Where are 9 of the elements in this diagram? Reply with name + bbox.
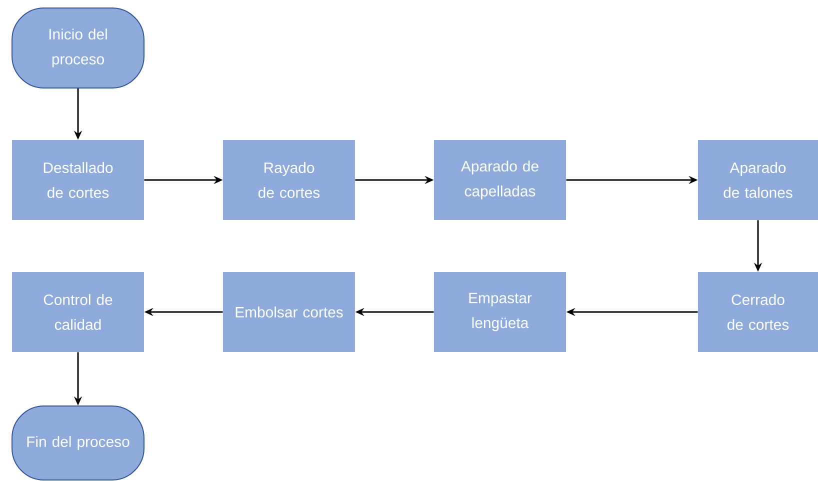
process-box: Embolsar cortes bbox=[223, 272, 355, 352]
process-box: Rayado de cortes bbox=[223, 140, 355, 220]
process-box: Cerrado de cortes bbox=[698, 272, 818, 352]
process-box: Aparado de capelladas bbox=[434, 140, 566, 220]
process-box: Destallado de cortes bbox=[12, 140, 144, 220]
process-box: Control de calidad bbox=[12, 272, 144, 352]
process-box: Aparado de talones bbox=[698, 140, 818, 220]
terminal-oval: Fin del proceso bbox=[12, 406, 144, 480]
process-box: Empastar lengüeta bbox=[434, 272, 566, 352]
